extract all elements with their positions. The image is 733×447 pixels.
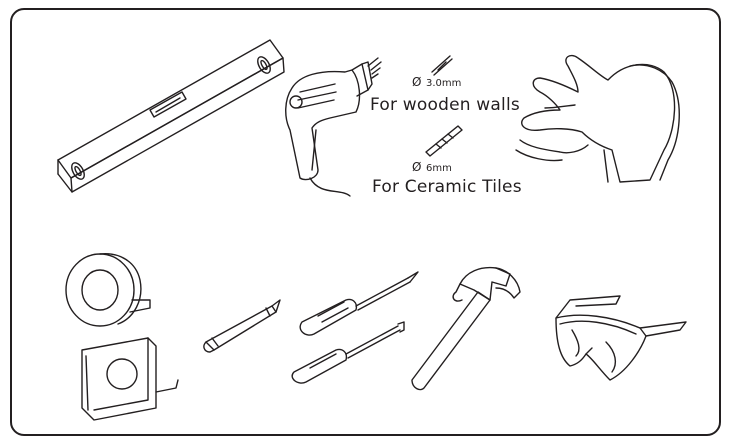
pencil-icon	[203, 299, 281, 353]
safety-glasses-icon	[555, 295, 687, 381]
bit-3mm-usage: For wooden walls	[370, 95, 520, 115]
flathead-screwdriver-icon	[291, 321, 405, 384]
tape-roll-icon	[65, 253, 151, 327]
bit-6mm-diameter: 6mm	[426, 163, 452, 174]
bit-6mm-diameter-symbol: Ø	[412, 160, 422, 174]
bit-3mm-diameter: 3.0mm	[426, 78, 462, 89]
bit-3mm-diameter-symbol: Ø	[412, 75, 422, 89]
work-gloves-icon	[515, 54, 680, 183]
tape-measure-icon	[81, 337, 179, 421]
phillips-screwdriver-icon	[299, 271, 419, 336]
bit-6mm-usage: For Ceramic Tiles	[372, 177, 522, 197]
spirit-level-icon	[57, 39, 285, 193]
drill-bit-3mm-icon	[431, 55, 453, 76]
electric-drill-icon	[285, 57, 382, 197]
figure-frame	[10, 8, 721, 436]
claw-hammer-icon	[411, 266, 521, 391]
drill-bit-6mm-icon	[425, 125, 463, 157]
